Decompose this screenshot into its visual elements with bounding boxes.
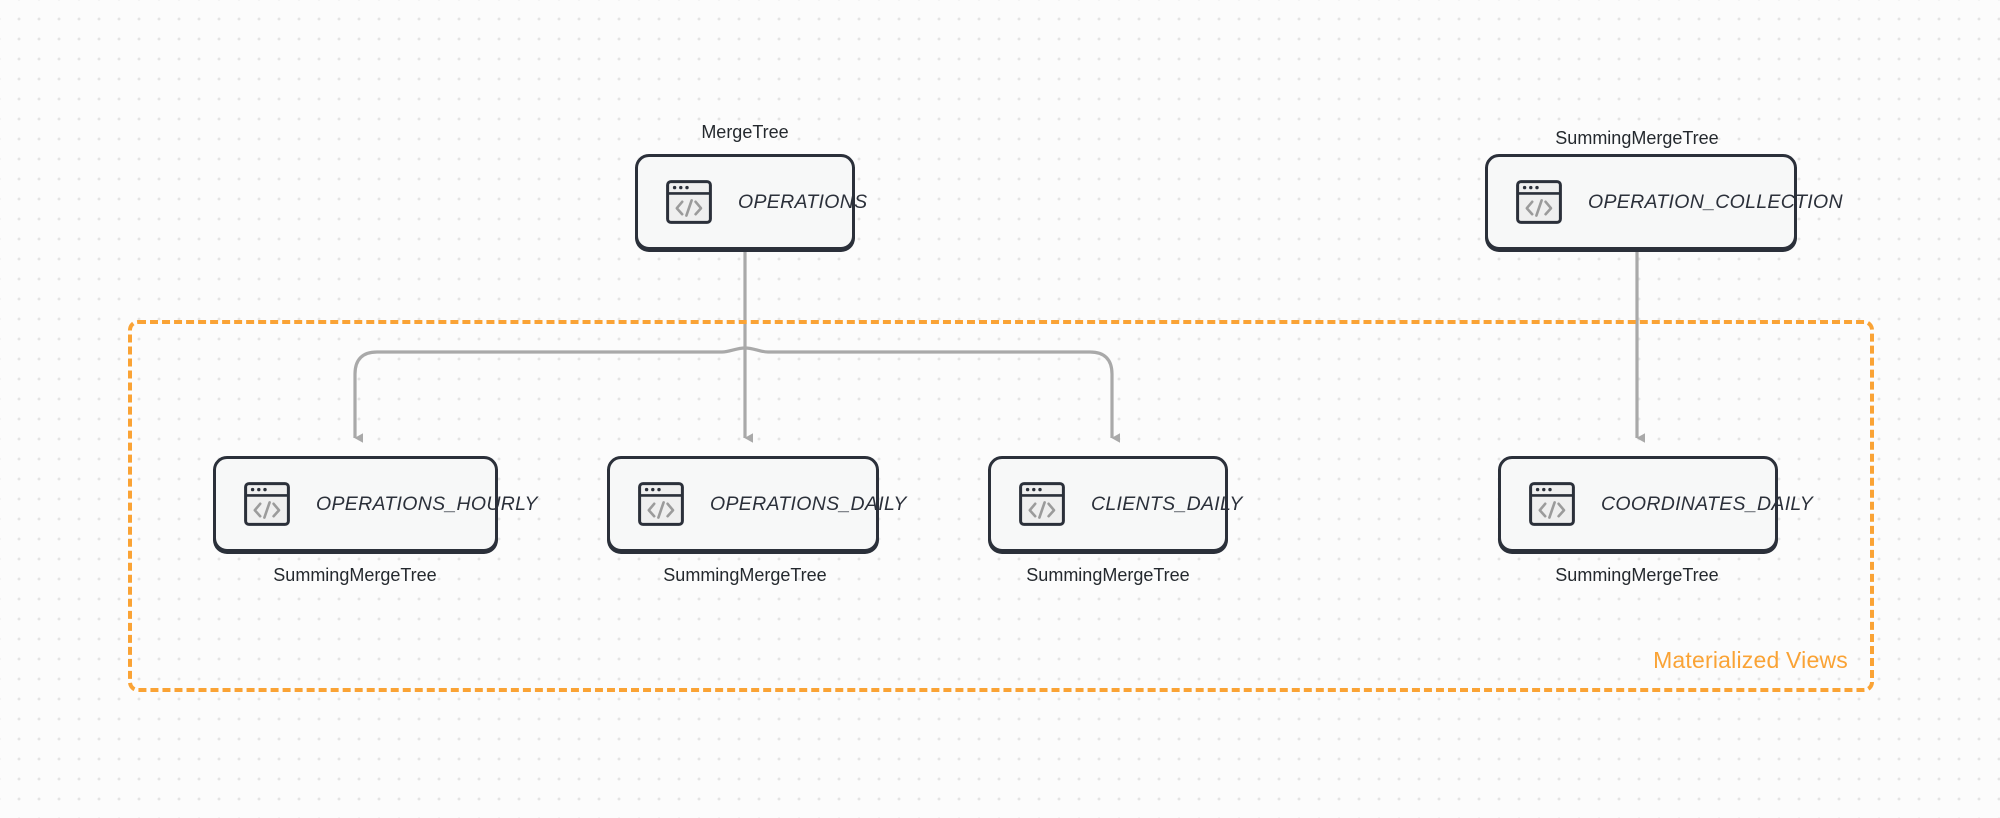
code-window-icon <box>244 482 290 526</box>
code-window-icon <box>1516 180 1562 224</box>
node-coordinates-daily[interactable]: COORDINATES_DAILY <box>1498 456 1813 552</box>
node-operations-hourly[interactable]: OPERATIONS_HOURLY <box>213 456 538 552</box>
materialized-views-group: Materialized Views <box>128 320 1874 692</box>
node-label: OPERATIONS <box>738 190 868 213</box>
code-window-icon <box>1529 482 1575 526</box>
engine-caption-operation-collection: SummingMergeTree <box>1555 128 1719 148</box>
engine-caption-clients-daily: SummingMergeTree <box>1026 565 1190 585</box>
node-operations[interactable]: OPERATIONS <box>635 154 867 250</box>
code-window-icon <box>638 482 684 526</box>
node-operation-collection[interactable]: OPERATION_COLLECTION <box>1485 154 1843 250</box>
code-window-icon <box>666 180 712 224</box>
engine-caption-operations-hourly: SummingMergeTree <box>273 565 437 585</box>
node-label: OPERATION_COLLECTION <box>1588 190 1843 213</box>
engine-caption-operations-daily: SummingMergeTree <box>663 565 827 585</box>
engine-caption-operations: MergeTree <box>701 122 789 142</box>
node-operations-daily[interactable]: OPERATIONS_DAILY <box>607 456 906 552</box>
materialized-views-group-label: Materialized Views <box>1653 647 1848 673</box>
node-clients-daily[interactable]: CLIENTS_DAILY <box>988 456 1242 552</box>
engine-caption-coordinates-daily: SummingMergeTree <box>1555 565 1719 585</box>
node-label: OPERATIONS_HOURLY <box>316 492 538 515</box>
node-label: COORDINATES_DAILY <box>1601 492 1814 515</box>
code-window-icon <box>1019 482 1065 526</box>
node-label: OPERATIONS_DAILY <box>710 492 907 515</box>
node-label: CLIENTS_DAILY <box>1091 492 1243 515</box>
